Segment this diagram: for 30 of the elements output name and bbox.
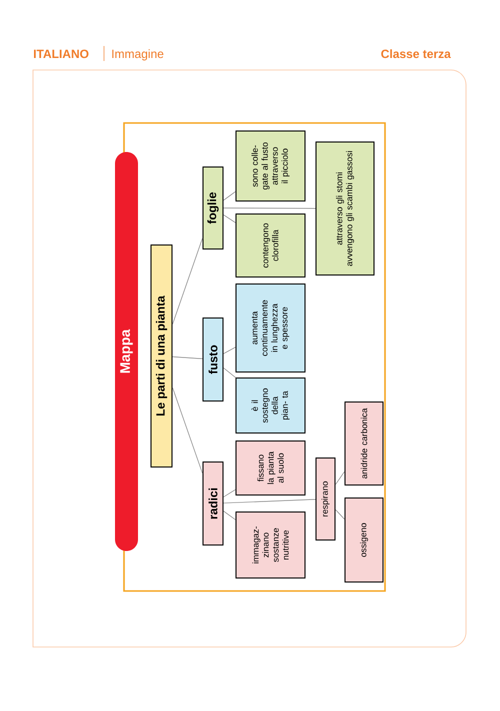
connector-line [223, 346, 236, 354]
category-box: radici [202, 462, 224, 546]
title-band: Mappa [115, 152, 138, 551]
connector-line [223, 191, 236, 201]
info-box: fissano la pianta al suolo [236, 440, 306, 496]
category-box: foglie [202, 166, 224, 250]
connector-line [223, 214, 236, 224]
connector-line [223, 208, 316, 209]
connector-line [223, 510, 236, 520]
class-heading: Classe terza [381, 49, 451, 58]
root-box: Le parti di una pianta [150, 244, 172, 468]
connector-line [335, 509, 345, 520]
info-box: aumenta continuamente in lunghezza e spessore [236, 284, 306, 372]
connector-line [172, 238, 203, 325]
topic-heading: Immagine [112, 49, 164, 60]
category-box: fusto [202, 318, 224, 402]
info-box: anidride carbonica [344, 402, 384, 486]
connector-line [172, 356, 203, 360]
connector-line [335, 471, 345, 485]
info-box: contengono clorofilla [236, 214, 306, 278]
connector-line [223, 489, 236, 498]
connector-line [223, 368, 236, 378]
info-box: attraverso gli stomi avvengono gli scambi gassosi [316, 142, 374, 276]
info-box: sono colle- gate al fusto attraverso il picciolo [236, 130, 306, 202]
info-box: ossigeno [344, 498, 384, 582]
subject-heading: ITALIANO [34, 50, 88, 58]
info-box: è il sostegno della pian- ta [236, 378, 306, 434]
info-box: immagaz- zinano sostanze nutritive [236, 512, 306, 578]
info-box: respirano [316, 458, 336, 540]
connector-line [172, 387, 203, 474]
